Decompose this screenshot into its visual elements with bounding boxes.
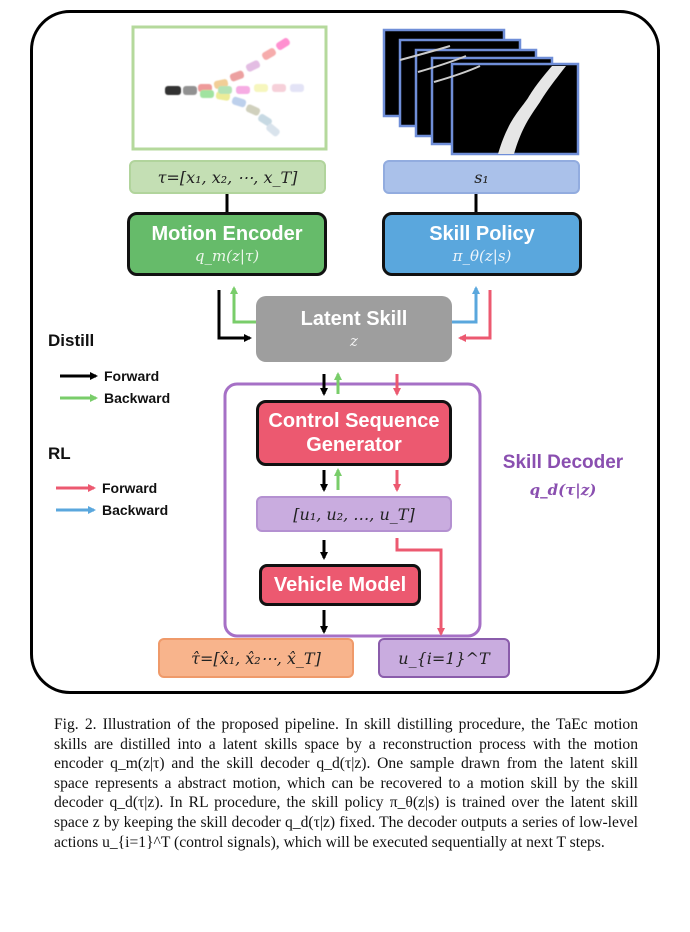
u-output-text: u_{i=1}^T: [398, 648, 490, 668]
generator-title-line1: Control Sequence: [268, 410, 440, 432]
latent-skill-formula: z: [350, 332, 358, 350]
figure-caption: Fig. 2. Illustration of the proposed pip…: [54, 715, 638, 852]
action-sequence-text: [u₁, u₂, …, u_T]: [293, 504, 415, 524]
legend-rl-backward-label: Backward: [102, 502, 169, 518]
rl-backward-arrow-policy: [452, 286, 480, 324]
motion-trajectory-image: [131, 25, 328, 151]
skill-policy-box: Skill Policy π_θ(z|s): [382, 212, 582, 276]
motion-encoder-formula: q_m(z|τ): [194, 247, 260, 265]
tau-hat-output-box: τ̂=[x̂₁, x̂₂⋯, x̂_T]: [158, 638, 354, 678]
tau-input-text: τ=[x₁, x₂, ⋯, x_T]: [157, 167, 298, 187]
legend-distill-forward-label: Forward: [104, 368, 160, 384]
generator-title-line2: Generator: [306, 434, 402, 456]
rl-forward-arrow-policy: [458, 290, 492, 342]
control-sequence-generator-box: Control Sequence Generator: [256, 400, 452, 466]
tau-input-box: τ=[x₁, x₂, ⋯, x_T]: [129, 160, 326, 194]
legend-rl-forward-label: Forward: [102, 480, 158, 496]
state-image-stack: [382, 28, 580, 156]
action-sequence-box: [u₁, u₂, …, u_T]: [256, 496, 452, 532]
skill-decoder-formula: q_d(τ|z): [529, 481, 597, 499]
skill-decoder-title: Skill Decoder: [502, 452, 624, 473]
motion-encoder-title: Motion Encoder: [151, 223, 303, 245]
legend-distill-title: Distill: [48, 331, 95, 350]
actions-to-u-output-arrow: [395, 538, 445, 636]
legend-distill-backward-label: Backward: [104, 390, 171, 406]
caption-text: Fig. 2. Illustration of the proposed pip…: [54, 716, 638, 851]
vehicle-model-box: Vehicle Model: [259, 564, 421, 606]
latent-skill-box: Latent Skill z: [256, 296, 452, 362]
skill-policy-title: Skill Policy: [429, 223, 535, 245]
tau-hat-output-text: τ̂=[x̂₁, x̂₂⋯, x̂_T]: [191, 648, 321, 668]
u-output-box: u_{i=1}^T: [378, 638, 510, 678]
s1-input-text: s₁: [474, 167, 489, 187]
distill-forward-arrow-encoder: [217, 290, 252, 342]
s1-input-box: s₁: [383, 160, 580, 194]
latent-skill-title: Latent Skill: [300, 308, 408, 330]
vehicle-model-title: Vehicle Model: [273, 574, 407, 596]
skill-decoder-label: Skill Decoder q_d(τ|z): [488, 448, 638, 504]
motion-encoder-box: Motion Encoder q_m(z|τ): [127, 212, 327, 276]
skill-policy-formula: π_θ(z|s): [452, 247, 512, 265]
distill-backward-arrow-encoder: [230, 286, 258, 324]
legend-rl-title: RL: [48, 444, 71, 463]
skill-decoder-container: [223, 382, 482, 638]
diagram-graphics: [56, 25, 580, 638]
